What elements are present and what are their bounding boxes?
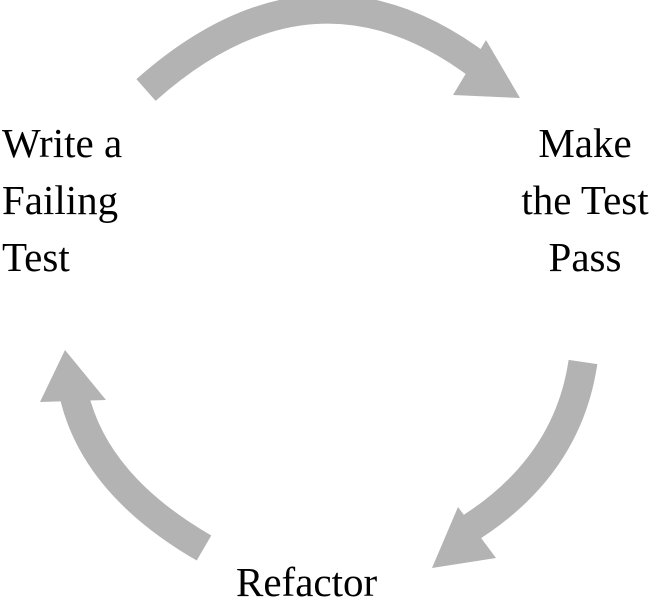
step-write-failing-test: Write a Failing Test bbox=[2, 115, 122, 286]
step-make-line-1: Make bbox=[538, 120, 632, 166]
step-make-test-pass: Make the Test Pass bbox=[521, 115, 649, 286]
arrow-write-to-make-head bbox=[453, 40, 520, 98]
arrow-refactor-to-write bbox=[40, 350, 212, 561]
arrow-write-to-make bbox=[136, 0, 520, 101]
arrow-make-to-refactor-head bbox=[432, 507, 496, 568]
arrow-refactor-to-write-shaft bbox=[59, 391, 212, 561]
step-make-line-2: the Test bbox=[521, 177, 649, 223]
arrow-make-to-refactor-shaft bbox=[454, 359, 598, 546]
step-write-line-2: Failing bbox=[2, 177, 119, 223]
step-make-line-3: Pass bbox=[548, 234, 622, 280]
step-write-line-3: Test bbox=[2, 234, 70, 280]
arrow-refactor-to-write-head bbox=[40, 350, 106, 402]
step-refactor-line-1: Refactor bbox=[236, 559, 378, 605]
arrow-make-to-refactor bbox=[432, 359, 598, 568]
step-refactor: Refactor bbox=[236, 554, 377, 611]
step-write-line-1: Write a bbox=[2, 120, 123, 166]
arrow-write-to-make-shaft bbox=[136, 0, 491, 101]
